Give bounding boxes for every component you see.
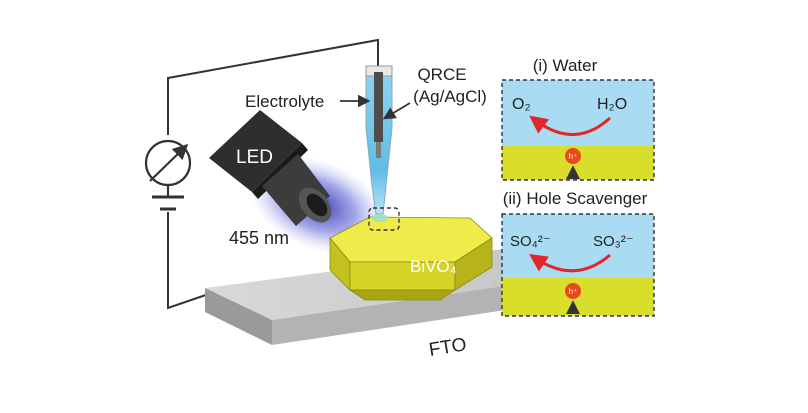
battery-icon — [152, 195, 184, 211]
meniscus-highlight — [368, 207, 400, 231]
fto-label: FTO — [427, 334, 467, 361]
panel-water-hole-icon — [565, 148, 581, 164]
panel-water-reaction-arrow — [529, 115, 612, 136]
qrce-label: QRCE — [417, 65, 466, 84]
potentiometer-icon — [144, 139, 192, 196]
panel-scavenger-hole-label: h⁺ — [569, 287, 578, 296]
led-icon — [209, 110, 332, 226]
electrolyte-label: Electrolyte — [245, 92, 324, 111]
bivo4-label: BiVO₄ — [410, 257, 457, 276]
panel-scavenger-title: (ii) Hole Scavenger — [503, 189, 648, 208]
panel-scavenger-hole-icon — [565, 283, 581, 299]
panel-scavenger-reaction-arrow — [529, 253, 611, 273]
panel-water-reactant: H₂O — [597, 96, 627, 113]
panel-scavenger-reactant: SO₃²⁻ — [593, 233, 634, 250]
panel-hole-scavenger: (ii) Hole Scavenger SO₄²⁻ SO₃²⁻ h⁺ — [501, 189, 655, 317]
panel-water-title: (i) Water — [533, 56, 598, 75]
qrce-sublabel: (Ag/AgCl) — [413, 87, 487, 106]
qrce-capillary — [365, 65, 393, 222]
panel-scavenger-product: SO₄²⁻ — [510, 233, 551, 250]
led-label: LED — [236, 147, 273, 168]
panel-water: (i) Water O₂ H₂O h⁺ — [501, 56, 655, 181]
qrce-pointer — [382, 102, 411, 120]
panel-water-hole-label: h⁺ — [569, 152, 578, 161]
panel-water-product: O₂ — [512, 96, 531, 113]
wavelength-label: 455 nm — [229, 228, 289, 248]
